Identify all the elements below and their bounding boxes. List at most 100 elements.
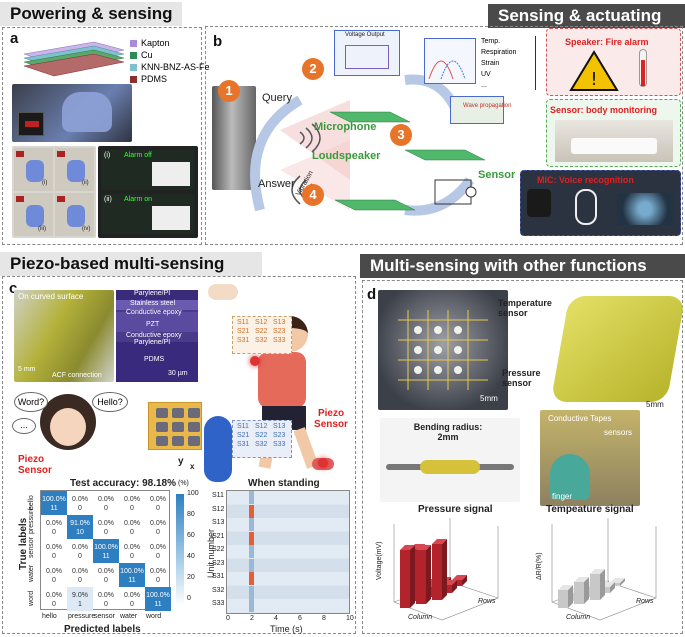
insole-cell-s22: S22 (255, 432, 268, 439)
workflow-diagram (250, 74, 486, 216)
confusion-cell-count: 11 (128, 577, 136, 584)
column-axis-p: Column (408, 614, 433, 621)
panel-a-frame (2, 27, 202, 245)
sensor-array-pattern (398, 310, 488, 390)
layer-label-3: Conductive epoxy (126, 309, 182, 316)
layer-label-7: PDMS (144, 356, 165, 363)
heatmap-x-tick: 10 (346, 615, 354, 622)
panel-d-label: d (367, 286, 377, 303)
sensor-dot (188, 408, 200, 418)
confusion-x-tick: pressure (68, 613, 96, 620)
confusion-y-tick: water (28, 564, 35, 582)
heatmap-activation (249, 504, 254, 518)
led-i (16, 151, 24, 157)
led-iv (57, 196, 65, 202)
confusion-cell-count: 0 (130, 553, 134, 560)
heatmap-x-tick: 0 (226, 615, 230, 622)
confusion-y-tick: word (28, 590, 35, 606)
sensor-dot (188, 436, 200, 446)
warning-sign-icon: ! (569, 50, 619, 91)
hand-sign-grid: (i) (ii) (iii) (iv) (12, 146, 96, 238)
sign-iii (14, 193, 53, 236)
legend-cu: Cu (141, 50, 153, 60)
curved-surface-photo: On curved surface 5 mm ACF connection (14, 290, 114, 382)
heatmap-activation (249, 599, 254, 612)
layer-label-2: Stainless steel (130, 300, 176, 307)
standing-heatmap (226, 490, 350, 614)
sign-iv (55, 193, 94, 236)
confusion-x-tick: hello (42, 613, 57, 620)
confusion-cell: 0.0%0 (67, 539, 93, 563)
sensor-dot (156, 422, 168, 432)
confusion-cell-count: 0 (156, 529, 160, 536)
confusion-cell-percent: 100.0% (120, 568, 144, 575)
axis-x: x (190, 462, 195, 471)
heatmap-y-tick: S32 (212, 586, 225, 594)
ellipsis-bubble: ... (12, 418, 36, 434)
fire-alarm-label: Speaker: Fire alarm (565, 37, 649, 47)
panel-c-frame (2, 276, 356, 634)
confusion-cell: 100.0%11 (93, 539, 119, 563)
confusion-cell-percent: 0.0% (72, 544, 88, 551)
thermometer-icon (639, 49, 647, 87)
confusion-cell-count: 0 (52, 601, 56, 608)
confusion-x-tick: word (146, 613, 162, 620)
tech-icons (617, 193, 673, 225)
confusion-cell-percent: 0.0% (46, 544, 62, 551)
label-i: (i) (42, 180, 48, 186)
waveform-bottom (152, 206, 190, 230)
flexible-array-photo (550, 296, 685, 402)
legend-kapton: Kapton (141, 38, 170, 48)
time-axis: Time (s) (270, 624, 303, 634)
confusion-cell-percent: 0.0% (98, 496, 114, 503)
section-header-piezo: Piezo-based multi-sensing (0, 252, 262, 276)
sensor-dot (172, 436, 184, 446)
bending-photo: Bending radius: 2mm (380, 418, 520, 502)
panel-a-label: a (10, 30, 19, 47)
confusion-cell: 0.0%0 (119, 491, 145, 515)
stimuli-list: Temp. Respiration Strain UV ... (478, 36, 536, 90)
microphone-label: Microphone (314, 121, 377, 133)
step-4-badge: 4 (302, 184, 324, 206)
confusion-y-tick: pressure (28, 506, 35, 534)
voice-recognition-box: MIC: Voice recognition (520, 170, 681, 236)
thermometer-fill (641, 60, 645, 86)
piezo-sensor-label-left: Piezo Sensor (18, 454, 52, 476)
wave-propagation-label: Wave propagation (463, 103, 512, 109)
cu-swatch (130, 51, 137, 59)
label-iii: (iii) (38, 226, 46, 232)
section-header-actuating: Sensing & actuating (488, 4, 685, 28)
confusion-cell-count: 0 (52, 553, 56, 560)
stimulus-strain: Strain (481, 60, 500, 67)
insole-cell-s31: S31 (237, 441, 250, 448)
led-iii (16, 196, 24, 202)
layer-band-4 (116, 342, 198, 382)
panel-d-frame (362, 280, 683, 634)
confusion-cell-count: 0 (104, 601, 108, 608)
confusion-cell-percent: 0.0% (124, 520, 140, 527)
answer-label: Answer (258, 178, 295, 190)
pressure-signal-title: Pressure signal (418, 504, 493, 515)
bed-icon (571, 138, 657, 154)
wrist-cell-s21: S21 (237, 328, 250, 335)
sensor-dot (156, 436, 168, 446)
colorbar-tick: 80 (187, 511, 195, 518)
confusion-cell-count: 11 (50, 505, 58, 512)
confusion-cell-percent: 0.0% (150, 544, 166, 551)
bar-3d (590, 569, 605, 600)
device-inset (18, 112, 44, 136)
glove-photo (12, 84, 132, 142)
layer-stack-diagram (23, 41, 125, 77)
rows-axis-t: Rows (636, 598, 654, 605)
circuit-box (345, 45, 389, 69)
panel-b-label: b (213, 33, 223, 50)
confusion-cell-percent: 0.0% (46, 520, 62, 527)
confusion-cell-count: 0 (156, 553, 160, 560)
confusion-cell-percent: 100.0% (42, 496, 66, 503)
heatmap-activation (249, 558, 254, 572)
confusion-x-tick: water (120, 613, 138, 620)
wrapped-sensor (420, 460, 480, 474)
confusion-cell: 100.0% 11 (41, 491, 67, 515)
wrist-cell-s13: S13 (273, 319, 286, 326)
insole-cell-s32: S32 (255, 441, 268, 448)
